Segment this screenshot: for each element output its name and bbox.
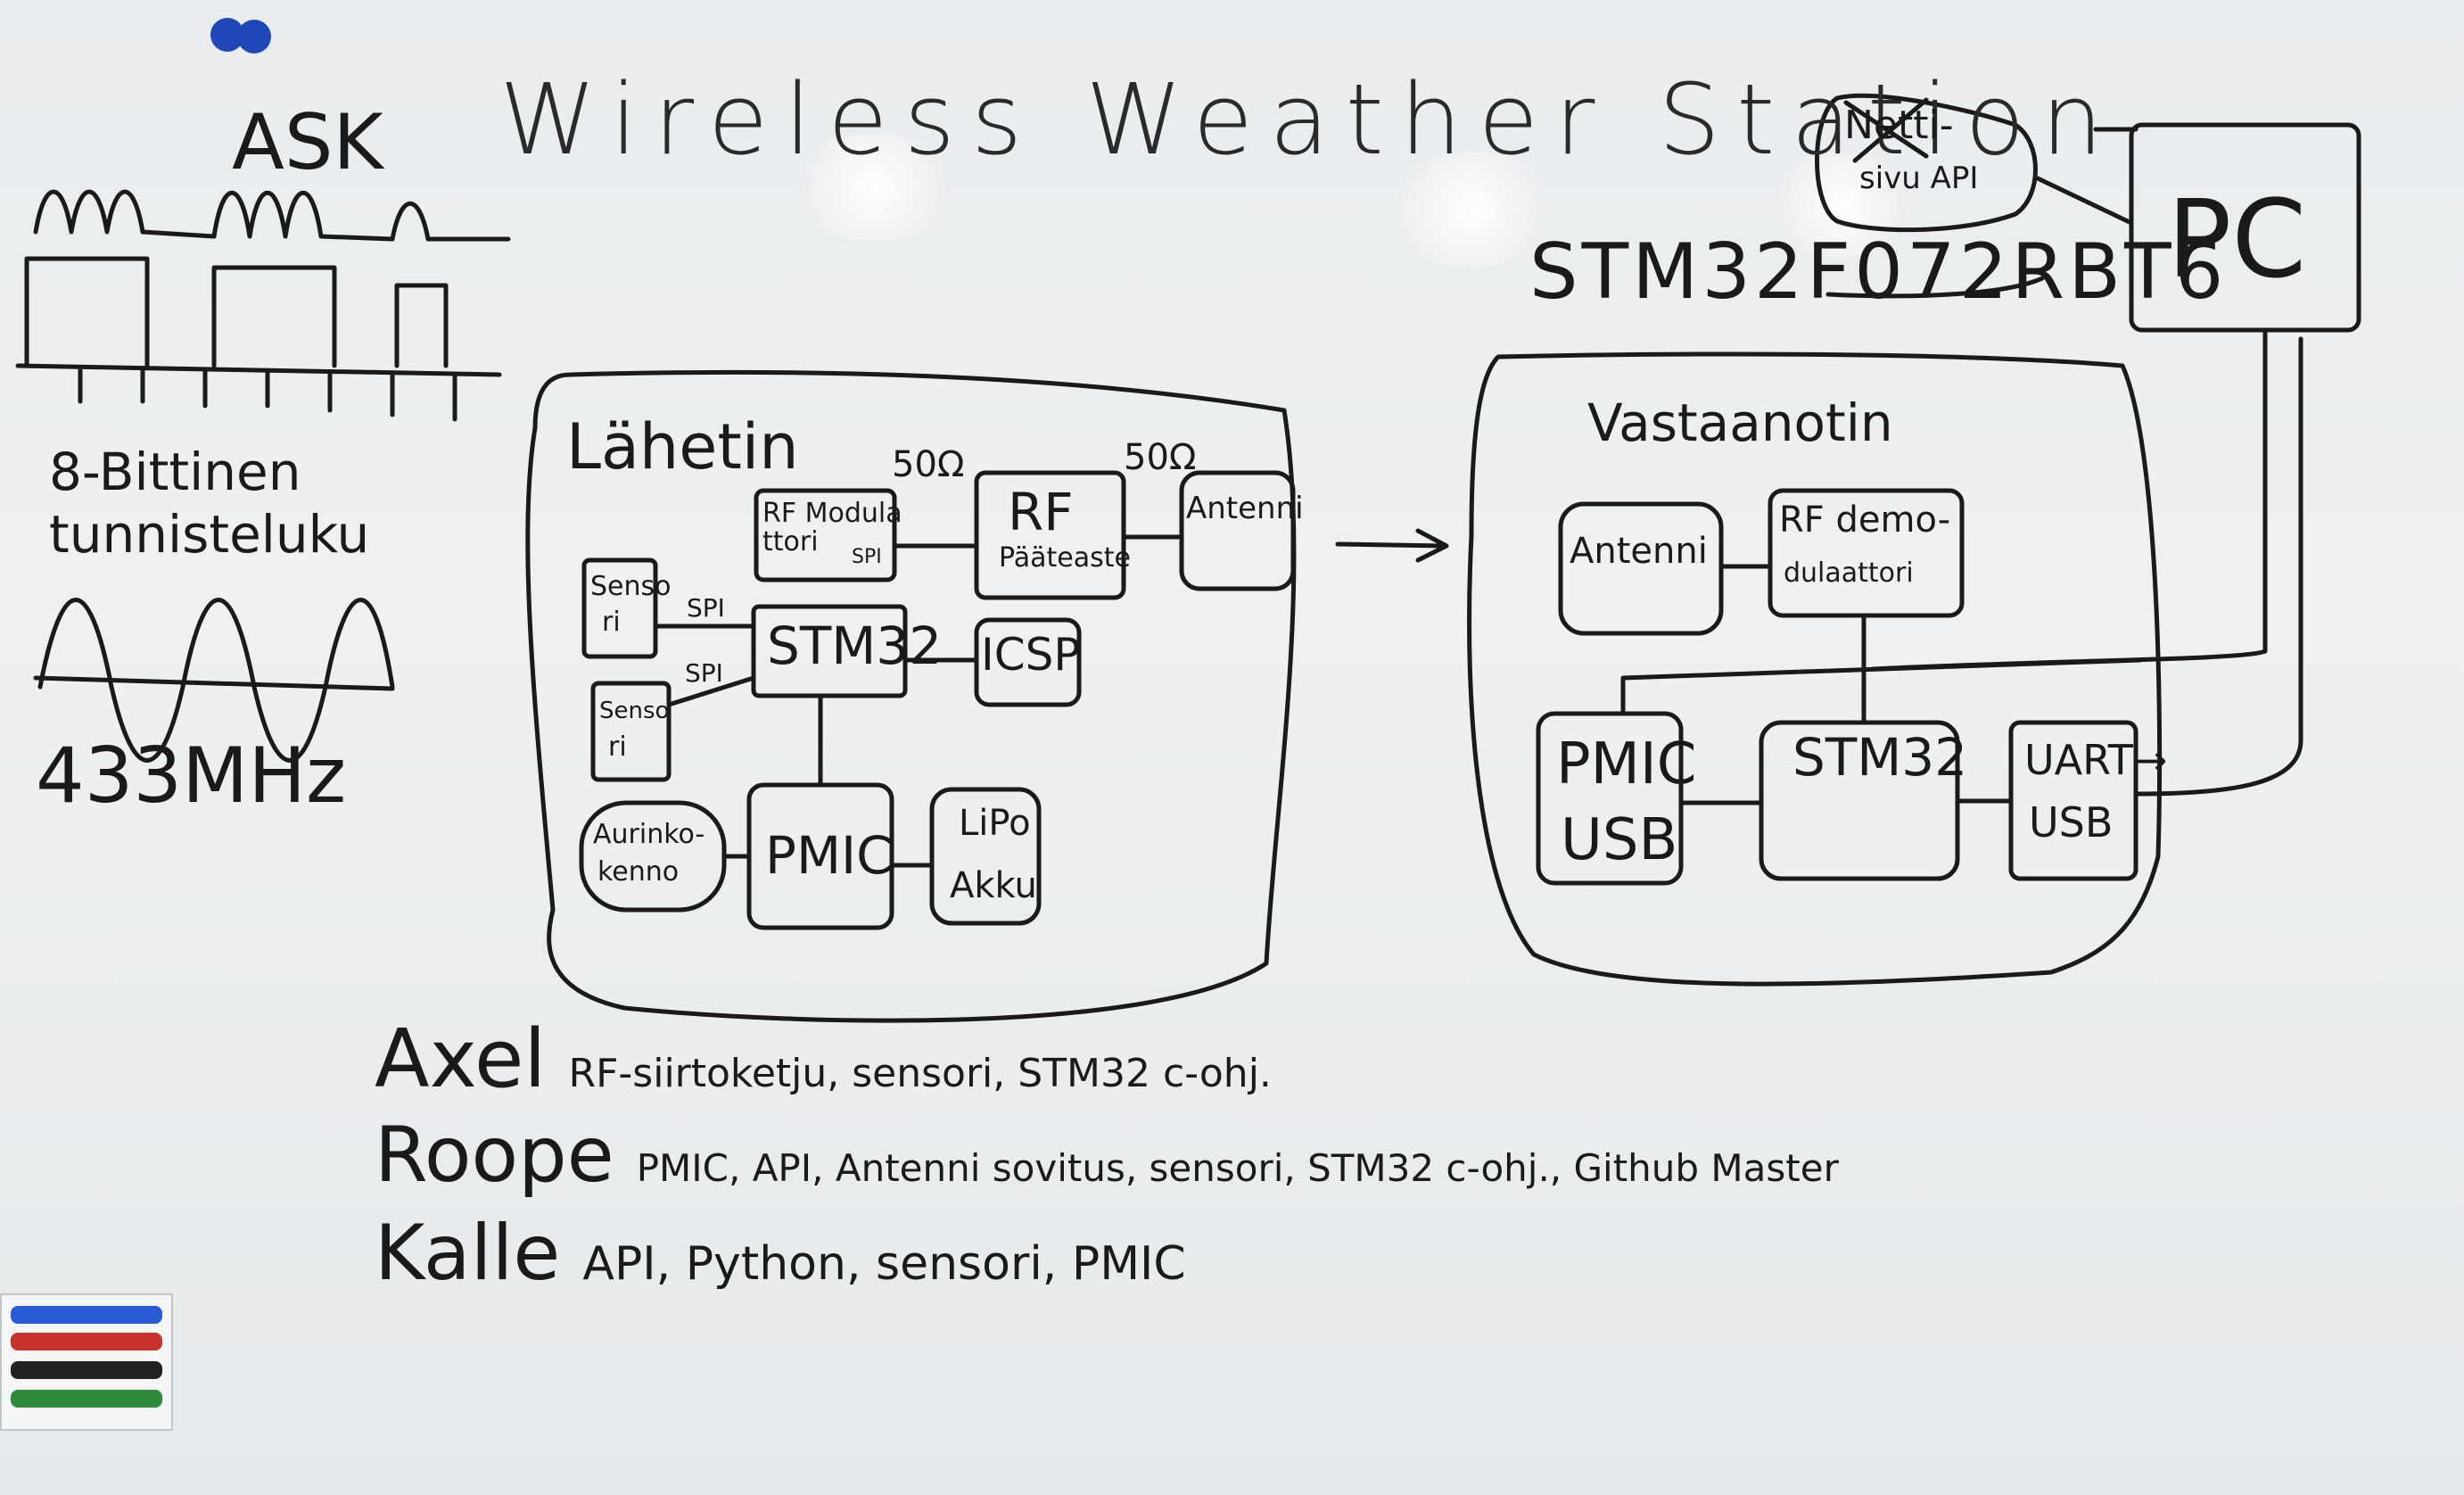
pc-label: PC xyxy=(2167,178,2307,302)
red-marker[interactable] xyxy=(11,1333,162,1350)
id-label-line2: tunnisteluku xyxy=(49,504,370,565)
light-reflection xyxy=(1766,152,1917,259)
rf-amp-line1: RF xyxy=(1008,482,1074,542)
rf-amp-line2: Pääteaste xyxy=(999,542,1131,574)
board-title: Wireless Weather Station xyxy=(499,62,2120,177)
pc-cable xyxy=(1870,327,2303,797)
ask-heading: ASK xyxy=(232,98,383,187)
receiver-border xyxy=(1467,351,2163,987)
task-name: Kalle xyxy=(375,1209,561,1298)
sensor1-line1: Senso xyxy=(590,571,672,602)
sensor2-box xyxy=(590,681,672,782)
solar-line2: kenno xyxy=(597,856,680,888)
spi-label-1: SPI xyxy=(687,593,725,623)
tx-stm32-box xyxy=(751,604,908,698)
magnet-icon xyxy=(237,20,271,54)
blue-marker[interactable] xyxy=(11,1306,162,1324)
rx-pmic-box xyxy=(1536,711,1684,886)
rf-modulator-spi: SPI xyxy=(852,546,882,568)
rf-demod-line2: dulaattori xyxy=(1784,558,1914,589)
rx-pmic-line1: PMIC xyxy=(1556,731,1697,797)
transmitter-heading: Lähetin xyxy=(566,410,799,483)
sensor1-box xyxy=(581,558,658,659)
solar-line1: Aurinko- xyxy=(593,819,705,850)
transmitter-border xyxy=(525,369,1297,1023)
rx-stm32-label: STM32 xyxy=(1792,727,1968,788)
tx-antenna-label: Antenni xyxy=(1186,491,1304,526)
tx-rx-arrow xyxy=(1335,528,1449,563)
task-name: Roope xyxy=(375,1111,614,1200)
web-api-strike xyxy=(1843,97,1929,163)
uart-line1: UART→ xyxy=(2024,736,2168,784)
light-reflection xyxy=(1382,152,1561,268)
tx-stm32-label: STM32 xyxy=(767,615,943,676)
rf-modulator-line2: ttori xyxy=(762,526,819,558)
pc-box xyxy=(2129,122,2361,333)
black-marker[interactable] xyxy=(11,1361,162,1379)
sine-axis xyxy=(33,675,395,691)
freq-label: 433MHz xyxy=(36,731,347,821)
tx-pmic-label: PMIC xyxy=(765,825,893,886)
web-api-line1: Netti- xyxy=(1844,103,1954,148)
task-text: PMIC, API, Antenni sovitus, sensori, STM… xyxy=(636,1146,1839,1190)
rf-demod-line1: RF demo- xyxy=(1779,500,1951,541)
ohm-label-1: 50Ω xyxy=(892,444,965,485)
mcu-underline xyxy=(1825,276,2045,299)
sine-wave xyxy=(37,598,395,763)
tx-connections xyxy=(653,534,1184,868)
task-text: API, Python, sensori, PMIC xyxy=(582,1237,1186,1291)
ask-digital-signal xyxy=(24,256,449,368)
sensor2-line2: ri xyxy=(608,731,627,763)
receiver-heading: Vastaanotin xyxy=(1587,392,1893,453)
task-text: RF-siirtoketju, sensori, STM32 c-ohj. xyxy=(568,1051,1272,1096)
spi-label-2: SPI xyxy=(685,658,723,688)
marker-tray xyxy=(0,1293,173,1431)
rx-connections xyxy=(1620,564,2143,805)
mcu-label: STM32F072RBT6 xyxy=(1529,227,2228,317)
rx-antenna-label: Antenni xyxy=(1570,531,1708,572)
lipo-line1: LiPo xyxy=(959,803,1031,844)
ask-time-axis xyxy=(15,363,502,422)
web-api-cloud xyxy=(1815,93,2038,233)
uart-line2: USB xyxy=(2029,798,2114,847)
icsp-label: ICSP xyxy=(981,629,1081,681)
ask-carrier-wave xyxy=(33,189,511,242)
rf-modulator-box xyxy=(754,488,897,582)
task-row: Kalle API, Python, sensori, PMIC xyxy=(375,1209,1186,1298)
lipo-box xyxy=(929,787,1042,926)
id-label-line1: 8-Bittinen xyxy=(49,442,301,502)
sensor2-line1: Senso xyxy=(599,698,670,724)
task-name: Axel xyxy=(375,1012,547,1106)
task-row: Axel RF-siirtoketju, sensori, STM32 c-oh… xyxy=(375,1012,1272,1106)
api-pc-link xyxy=(2035,127,2138,226)
lipo-line2: Akku xyxy=(950,865,1037,906)
ohm-label-2: 50Ω xyxy=(1124,437,1197,478)
web-api-line2: sivu API xyxy=(1859,161,1979,196)
task-row: Roope PMIC, API, Antenni sovitus, sensor… xyxy=(375,1111,1839,1200)
rf-modulator-line1: RF Modula xyxy=(762,498,902,529)
rx-pmic-line2: USB xyxy=(1561,807,1678,873)
light-reflection xyxy=(785,134,963,241)
green-marker[interactable] xyxy=(11,1390,162,1408)
sensor1-line2: ri xyxy=(602,607,621,638)
tx-antenna-box xyxy=(1179,470,1296,591)
